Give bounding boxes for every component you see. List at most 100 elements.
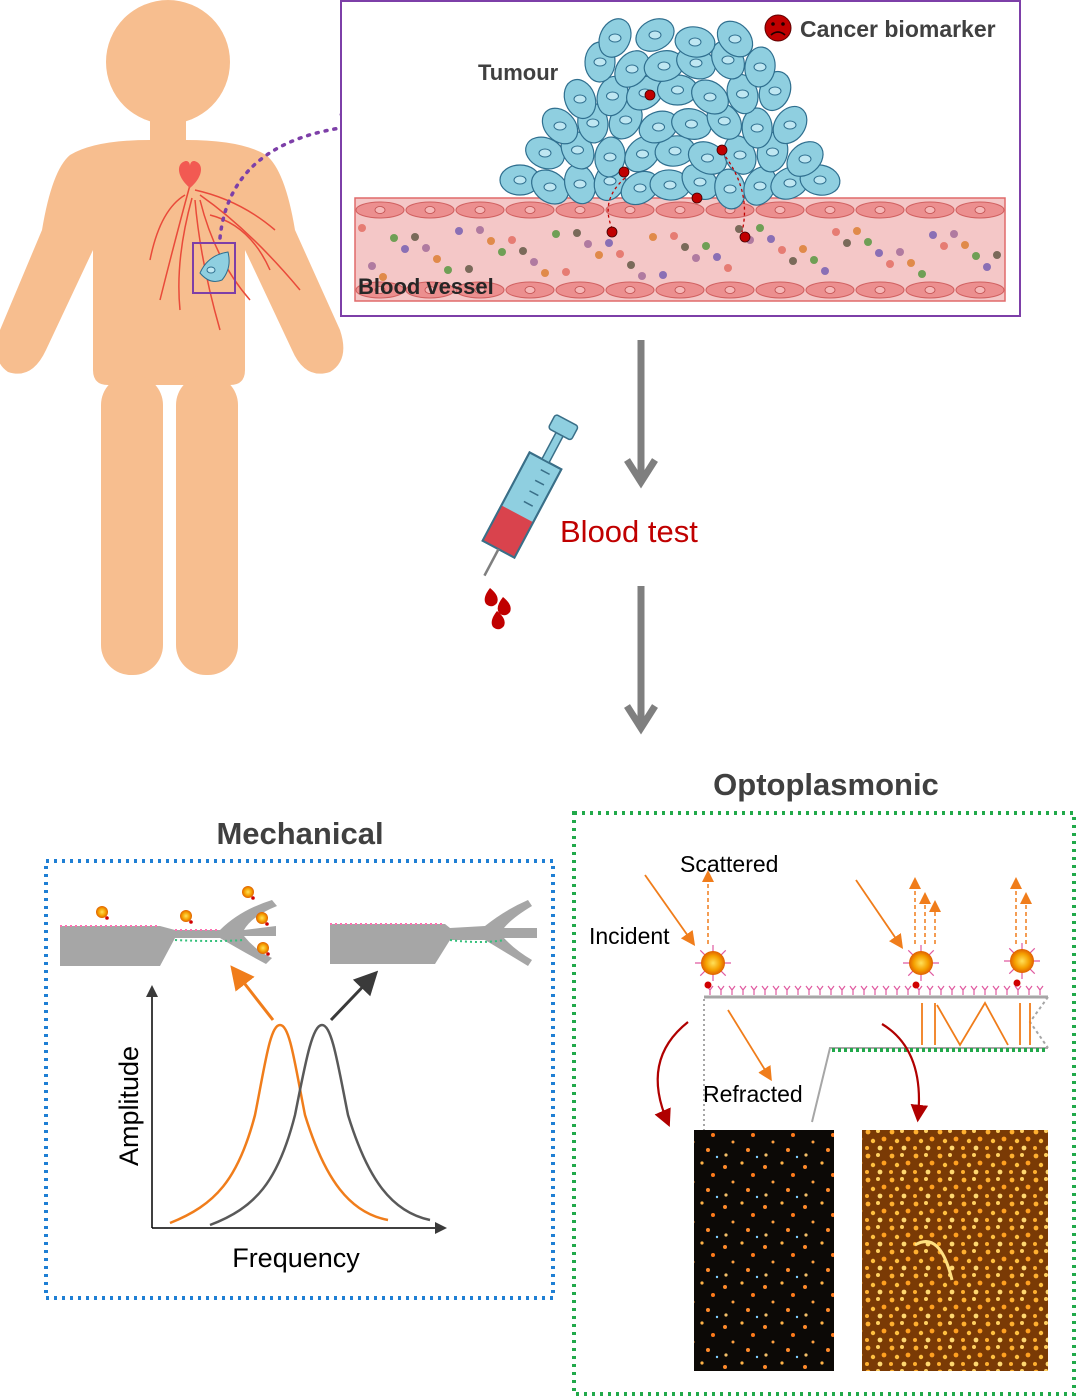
blood-particle [961,241,969,249]
tumour-cell [614,50,650,88]
zoom-arrow [218,113,369,240]
antibody [1014,985,1022,995]
refracted-ray [727,1009,772,1082]
tumour-cell [643,50,685,82]
endothelial-cell [905,281,955,299]
tumour-cell [638,110,679,144]
heart-icon [178,160,202,188]
cancer-biomarker-label: Cancer biomarker [800,16,996,42]
blood-vessel-network [149,184,301,331]
scattered-label: Scattered [680,851,778,877]
legend-biomarker: Cancer biomarker [764,14,996,42]
biomarkers [606,89,751,243]
blood-particle [358,224,366,232]
optoplasmonic-panel-frame [572,811,1076,1396]
endothelial-cell [855,201,905,219]
antibody [739,985,747,995]
antibody [728,985,736,995]
antibody [1003,985,1011,995]
antibody [750,985,758,995]
endothelial-cell [705,281,755,299]
endothelial-cell [605,281,655,299]
blood-particle [649,233,657,241]
flow-arrow-2 [624,586,658,735]
antibody [761,985,769,995]
endothelial-cell [505,201,555,219]
blood-particle [972,252,980,260]
antibody [937,985,945,995]
antibody [893,985,901,995]
plasmonic-nanoparticles [695,943,1040,989]
antibody [1036,985,1044,995]
biomarker-sad-face-icon [764,14,792,42]
blood-particle [541,269,549,277]
endothelial-cell [605,201,655,219]
guided-zigzag-rays [921,1001,1031,1047]
tumour-location-box [192,242,236,294]
blood-particle [875,249,883,257]
endothelial-cell [555,281,605,299]
biomarker-sad-face-icon [691,192,703,204]
blood-vessel [354,197,1006,302]
blood-particle [411,233,419,241]
blood-particle [810,256,818,264]
endothelial-cell [405,281,455,299]
incident-rays [644,874,904,949]
scattered-rays [702,870,1032,944]
endothelial-cell [555,201,605,219]
antibody [860,985,868,995]
plasmonic-nanoparticle [903,945,939,989]
blood-particle [659,271,667,279]
blood-particle [853,227,861,235]
blood-particle [756,224,764,232]
gold-nanoparticle [256,912,269,926]
syringe-icon [481,414,579,577]
blood-particle [390,234,398,242]
antibody [849,985,857,995]
blood-particle [422,244,430,252]
blood-particle [896,248,904,256]
biomarker-sad-face-icon [739,231,751,243]
antibody [970,985,978,995]
blood-particle [864,238,872,246]
endothelial-cell [855,281,905,299]
blood-particle [379,273,387,281]
tumour-cell [772,105,808,145]
endothelial-cell [955,281,1005,299]
amplitude-label: Amplitude [114,1046,144,1166]
plasmonic-nanoparticle [695,945,731,989]
tumour-cell [499,164,541,196]
blood-particle [713,253,721,261]
red-arrow-to-before-image [654,1021,689,1128]
flow-arrow-1 [624,340,658,489]
resonance-curve-bare [209,1023,431,1227]
biomarker-sad-face-icon [606,226,618,238]
endothelial-cell [805,201,855,219]
optoplasmonic-title: Optoplasmonic [713,767,939,802]
blood-particle [638,272,646,280]
darkfield-after-streak [914,1240,954,1281]
darkfield-image-after [862,1130,1048,1371]
resonance-curve-loaded [169,1023,389,1225]
endothelial-cell [905,201,955,219]
blood-particle [778,246,786,254]
blood-particle [918,270,926,278]
red-arrow-to-after-image [881,1023,929,1123]
tumour-cell [654,135,696,167]
tumour-cell [624,135,661,173]
blood-particle [821,267,829,275]
blood-particle [465,265,473,273]
blood-particle [552,230,560,238]
tumour-cell [525,136,565,170]
tumour-cell [656,74,699,106]
antibody [992,985,1000,995]
darkfield-image-before [694,1130,834,1371]
antibody [827,985,835,995]
blood-particle [401,245,409,253]
arrow-to-loaded-cantilever [230,965,275,1021]
blood-particle [562,268,570,276]
tumour-cell [635,18,675,52]
tumour-cell [741,107,773,149]
blood-particle [940,242,948,250]
